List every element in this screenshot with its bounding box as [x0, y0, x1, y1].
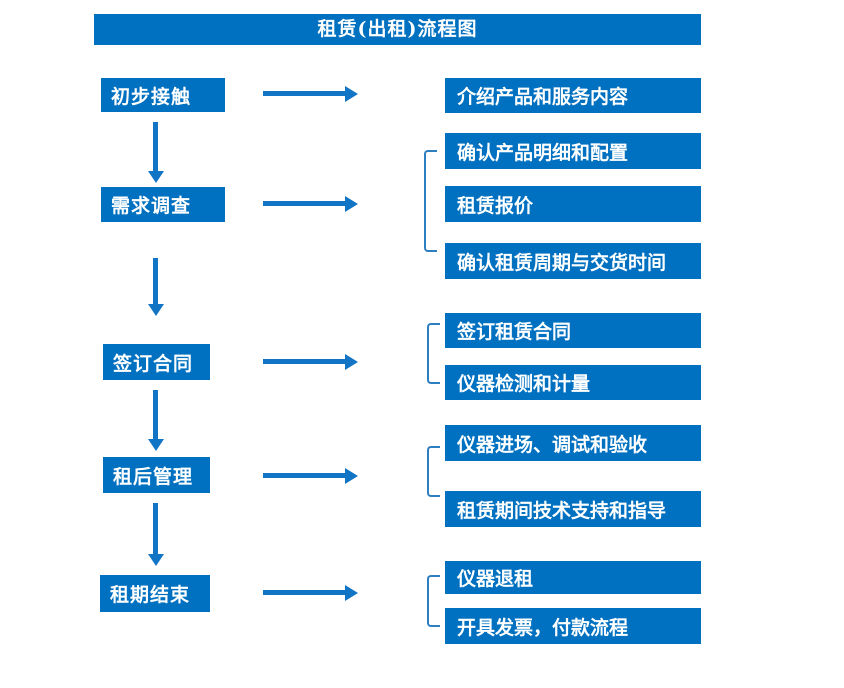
down-arrow-3 — [153, 390, 158, 439]
step-demand-survey: 需求调查 — [101, 187, 225, 222]
output-instrument-inspection: 仪器检测和计量 — [445, 365, 701, 400]
right-arrow-4 — [263, 473, 345, 478]
right-arrow-3 — [263, 359, 345, 364]
output-confirm-product-details: 确认产品明细和配置 — [445, 133, 701, 169]
right-arrow-1 — [263, 91, 345, 96]
output-sign-rental-contract: 签订租赁合同 — [445, 313, 701, 348]
step-initial-contact: 初步接触 — [101, 78, 225, 112]
right-arrow-2 — [263, 201, 345, 206]
group-bracket-post-rental — [427, 446, 440, 497]
output-instrument-return: 仪器退租 — [445, 561, 701, 594]
step-rental-end: 租期结束 — [100, 575, 210, 612]
step-post-rental-management: 租后管理 — [103, 457, 210, 493]
output-rental-tech-support: 租赁期间技术支持和指导 — [445, 491, 701, 527]
output-rental-quote: 租赁报价 — [445, 186, 701, 222]
output-invoice-payment: 开具发票，付款流程 — [445, 608, 701, 644]
down-arrow-1 — [153, 122, 158, 171]
down-arrow-2 — [153, 258, 158, 304]
right-arrow-5 — [263, 590, 345, 595]
group-bracket-demand-survey — [424, 150, 437, 252]
group-bracket-rental-end — [427, 575, 440, 627]
diagram-title: 租赁(出租)流程图 — [94, 14, 701, 45]
step-sign-contract: 签订合同 — [103, 344, 210, 380]
output-introduce-products: 介绍产品和服务内容 — [445, 78, 701, 113]
down-arrow-4 — [153, 503, 158, 554]
output-instrument-entry-acceptance: 仪器进场、调试和验收 — [445, 425, 701, 461]
group-bracket-sign-contract — [427, 323, 440, 384]
output-confirm-rental-period: 确认租赁周期与交货时间 — [445, 243, 701, 279]
